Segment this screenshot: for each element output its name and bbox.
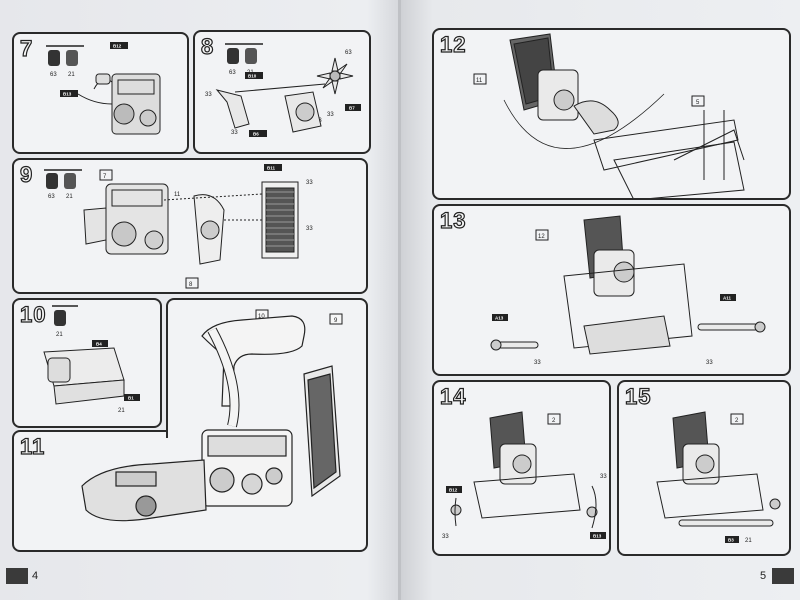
- svg-text:B12: B12: [113, 44, 122, 49]
- svg-text:B1: B1: [128, 396, 134, 401]
- svg-text:B13: B13: [63, 92, 72, 97]
- svg-text:B7: B7: [349, 106, 355, 111]
- svg-text:5: 5: [696, 100, 700, 106]
- step-10-panel: 10 21 B4 B1 21: [12, 298, 162, 428]
- svg-text:10: 10: [258, 314, 265, 320]
- svg-text:21: 21: [68, 72, 75, 78]
- svg-text:A11: A11: [723, 296, 732, 301]
- svg-text:63: 63: [229, 70, 236, 76]
- step-7-drawing: 63 21 B12 B13: [46, 42, 161, 135]
- svg-text:33: 33: [534, 360, 541, 366]
- step-number: 8: [200, 33, 215, 59]
- step-13-drawing: 12 A13 A11 33 33: [490, 215, 766, 366]
- step-10-drawing: 21 B4 B1 21: [43, 305, 140, 414]
- svg-text:2: 2: [735, 418, 739, 424]
- left-page-marker: [6, 568, 28, 584]
- step-number: 13: [439, 207, 467, 233]
- left-page-number: 4: [32, 570, 39, 582]
- step-15-drawing: 2 B3 21: [656, 411, 781, 544]
- svg-text:7: 7: [103, 174, 107, 180]
- svg-text:8: 8: [189, 282, 193, 288]
- svg-text:A13: A13: [495, 316, 504, 321]
- svg-text:B11: B11: [267, 166, 276, 171]
- svg-text:B4: B4: [96, 342, 102, 347]
- step-9-drawing: 63 21 7 8 11 33 33 B11: [44, 164, 313, 289]
- right-page-number: 5: [760, 570, 767, 582]
- step-number: 7: [19, 35, 34, 61]
- svg-text:B3: B3: [728, 538, 734, 543]
- svg-text:11: 11: [174, 192, 181, 198]
- svg-text:B6: B6: [253, 132, 259, 137]
- svg-text:33: 33: [231, 130, 238, 136]
- step-number: 14: [439, 383, 467, 409]
- svg-text:33: 33: [205, 92, 212, 98]
- step-11-drawing: 10 9: [81, 309, 343, 522]
- step-number: 11: [19, 433, 46, 459]
- svg-text:B12: B12: [449, 488, 458, 493]
- step-15-panel: 15 2 B3 21: [617, 380, 791, 556]
- right-page-marker: [772, 568, 794, 584]
- step-14-panel: 14 2 B12 B13 33 33: [432, 380, 611, 556]
- step-12-drawing: 11 5: [473, 33, 745, 198]
- step-number: 9: [19, 161, 34, 187]
- svg-text:33: 33: [327, 112, 334, 118]
- step-number: 12: [439, 31, 467, 57]
- book-spine: [398, 0, 402, 600]
- svg-text:11: 11: [476, 78, 483, 84]
- svg-text:21: 21: [66, 194, 73, 200]
- svg-text:33: 33: [306, 226, 313, 232]
- svg-text:B13: B13: [593, 534, 602, 539]
- svg-text:33: 33: [600, 474, 607, 480]
- step-number: 15: [624, 383, 652, 409]
- step-9-panel: 9 63 21 7 8 11 33 33 B11: [12, 158, 368, 294]
- svg-text:9: 9: [334, 318, 338, 324]
- svg-text:2: 2: [552, 418, 556, 424]
- svg-text:63: 63: [50, 72, 57, 78]
- svg-text:21: 21: [118, 408, 125, 414]
- svg-text:63: 63: [48, 194, 55, 200]
- svg-text:21: 21: [56, 332, 63, 338]
- step-number: 10: [19, 301, 47, 327]
- step-14-drawing: 2 B12 B13 33 33: [442, 411, 607, 540]
- step-7-panel: 7 63 21 B12 B13: [12, 32, 189, 154]
- svg-text:33: 33: [306, 180, 313, 186]
- svg-text:12: 12: [538, 234, 545, 240]
- svg-text:33: 33: [706, 360, 713, 366]
- svg-text:B10: B10: [248, 74, 257, 79]
- step-13-panel: 13 12 A13 A11 33 33: [432, 204, 791, 376]
- step-12-panel: 12 11 5: [432, 28, 791, 200]
- svg-text:33: 33: [442, 534, 449, 540]
- svg-text:21: 21: [745, 538, 752, 544]
- svg-text:63: 63: [345, 50, 352, 56]
